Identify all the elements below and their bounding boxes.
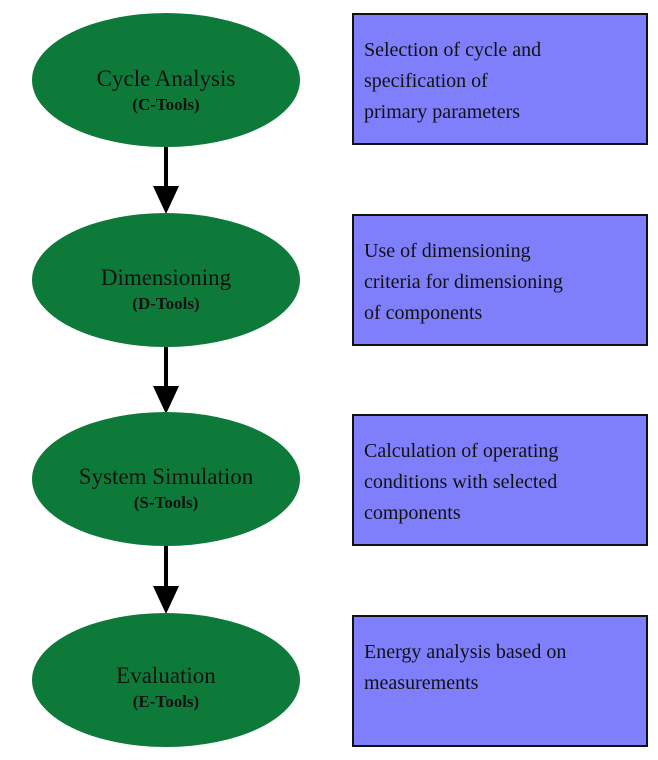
description-line: specification of — [364, 70, 488, 92]
step-title: Cycle Analysis — [97, 66, 236, 91]
description-line: of components — [364, 302, 483, 324]
description-line: Calculation of operating — [364, 440, 559, 462]
description-line: components — [364, 502, 461, 524]
step-node-cycle-analysis: Cycle Analysis (C-Tools) — [32, 13, 300, 147]
description-box-evaluation: Energy analysis based on measurements — [352, 615, 648, 747]
step-title: Evaluation — [116, 663, 216, 688]
description-line: Selection of cycle and — [364, 39, 542, 61]
description-line: primary parameters — [364, 101, 521, 123]
description-line: measurements — [364, 672, 479, 694]
step-subtitle: (S-Tools) — [134, 493, 199, 512]
description-line: Energy analysis based on — [364, 641, 567, 663]
description-box-system-simulation: Calculation of operating conditions with… — [352, 414, 648, 546]
step-subtitle: (D-Tools) — [132, 294, 199, 313]
description-box-dimensioning: Use of dimensioning criteria for dimensi… — [352, 214, 648, 346]
step-subtitle: (C-Tools) — [132, 95, 199, 114]
description-box-cycle-analysis: Selection of cycle and specification of … — [352, 13, 648, 145]
step-node-evaluation: Evaluation (E-Tools) — [32, 613, 300, 747]
description-line: criteria for dimensioning — [364, 271, 563, 293]
arrow-1 — [153, 147, 179, 214]
arrow-3 — [153, 545, 179, 614]
description-line: Use of dimensioning — [364, 240, 531, 262]
description-line: conditions with selected — [364, 471, 558, 493]
step-subtitle: (E-Tools) — [133, 692, 199, 711]
arrow-2 — [153, 346, 179, 414]
step-node-dimensioning: Dimensioning (D-Tools) — [32, 213, 300, 347]
step-title: System Simulation — [79, 464, 254, 489]
step-node-system-simulation: System Simulation (S-Tools) — [32, 412, 300, 546]
step-title: Dimensioning — [101, 265, 232, 290]
